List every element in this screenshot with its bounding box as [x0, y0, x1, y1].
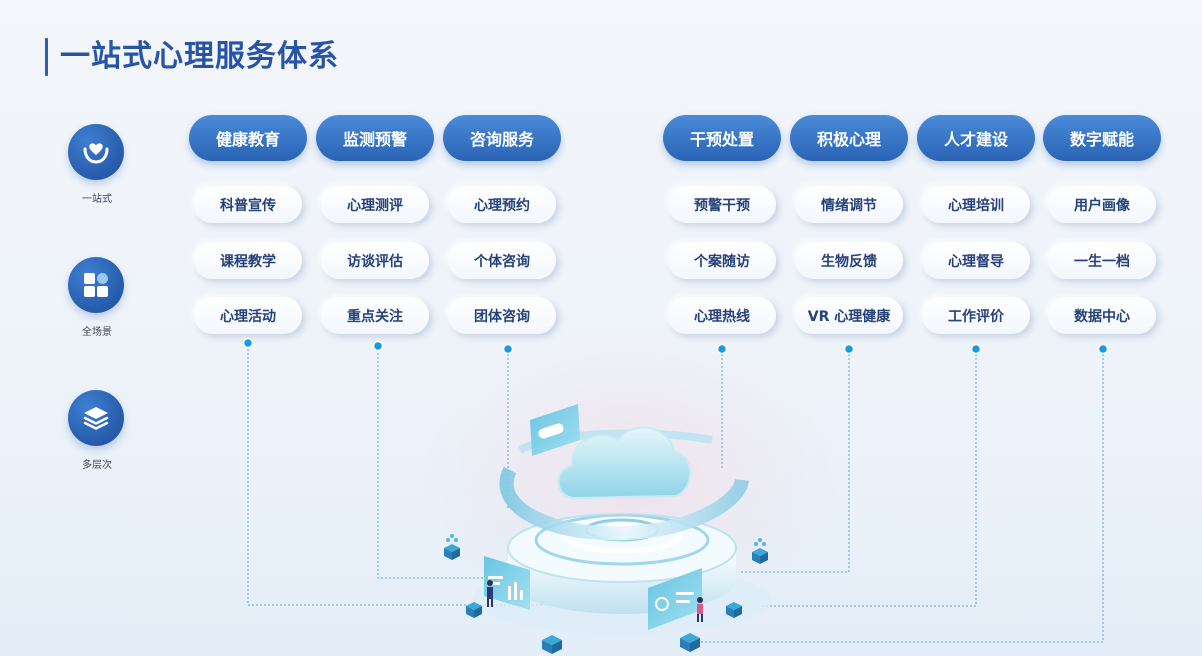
chat-panel-icon: [530, 404, 580, 456]
cube-stack-icon: [726, 602, 742, 618]
dashboard-panel-icon: [484, 556, 530, 610]
side-feature-label: 一站式: [82, 194, 112, 205]
service-item: VR 心理健康: [795, 297, 903, 334]
cube-stack-icon: [444, 534, 460, 560]
service-item: 心理活动: [194, 297, 302, 334]
heart-hands-icon: [68, 124, 124, 180]
category-intervention: 干预处置: [663, 115, 781, 161]
service-item: 课程教学: [194, 242, 302, 279]
person-figure: [487, 580, 493, 607]
connector-dots: [242, 337, 1109, 355]
service-item: 心理培训: [922, 186, 1030, 223]
cube-stack-icon: [466, 602, 482, 618]
side-feature-label: 全场景: [82, 327, 112, 338]
category-digital-empowerment: 数字赋能: [1043, 115, 1161, 161]
grid-icon: [68, 257, 124, 313]
person-figure: [697, 597, 703, 622]
cube-stack-icon: [542, 635, 562, 654]
side-feature-multi-level: 多层次: [68, 390, 126, 471]
service-item: 访谈评估: [321, 242, 429, 279]
category-monitoring-warning: 监测预警: [316, 115, 434, 161]
service-item: 工作评价: [922, 297, 1030, 334]
category-talent-building: 人才建设: [917, 115, 1035, 161]
service-item: 情绪调节: [795, 186, 903, 223]
category-positive-psychology: 积极心理: [790, 115, 908, 161]
service-item: 个体咨询: [448, 242, 556, 279]
category-health-education: 健康教育: [189, 115, 307, 161]
service-item: 心理督导: [922, 242, 1030, 279]
page-title: 一站式心理服务体系: [60, 39, 339, 74]
side-feature-one-stop: 一站式: [68, 124, 126, 205]
service-item: 数据中心: [1048, 297, 1156, 334]
layers-icon: [68, 390, 124, 446]
service-item: 预警干预: [668, 186, 776, 223]
service-item: 个案随访: [668, 242, 776, 279]
cloud-platform-illustration: [444, 404, 772, 654]
service-item: 科普宣传: [194, 186, 302, 223]
category-consulting-service: 咨询服务: [443, 115, 561, 161]
cube-stack-icon: [680, 633, 700, 652]
service-item: 团体咨询: [448, 297, 556, 334]
side-feature-all-scenes: 全场景: [68, 257, 126, 338]
analytics-panel-icon: [648, 568, 702, 630]
service-item: 心理预约: [448, 186, 556, 223]
service-item: 重点关注: [321, 297, 429, 334]
connector-lines: [247, 345, 1104, 643]
cube-stack-icon: [752, 538, 768, 564]
service-item: 用户画像: [1048, 186, 1156, 223]
service-item: 心理热线: [668, 297, 776, 334]
service-item: 生物反馈: [795, 242, 903, 279]
service-item: 心理测评: [321, 186, 429, 223]
title-accent-bar: [45, 38, 48, 76]
service-item: 一生一档: [1048, 242, 1156, 279]
side-feature-label: 多层次: [82, 460, 112, 471]
